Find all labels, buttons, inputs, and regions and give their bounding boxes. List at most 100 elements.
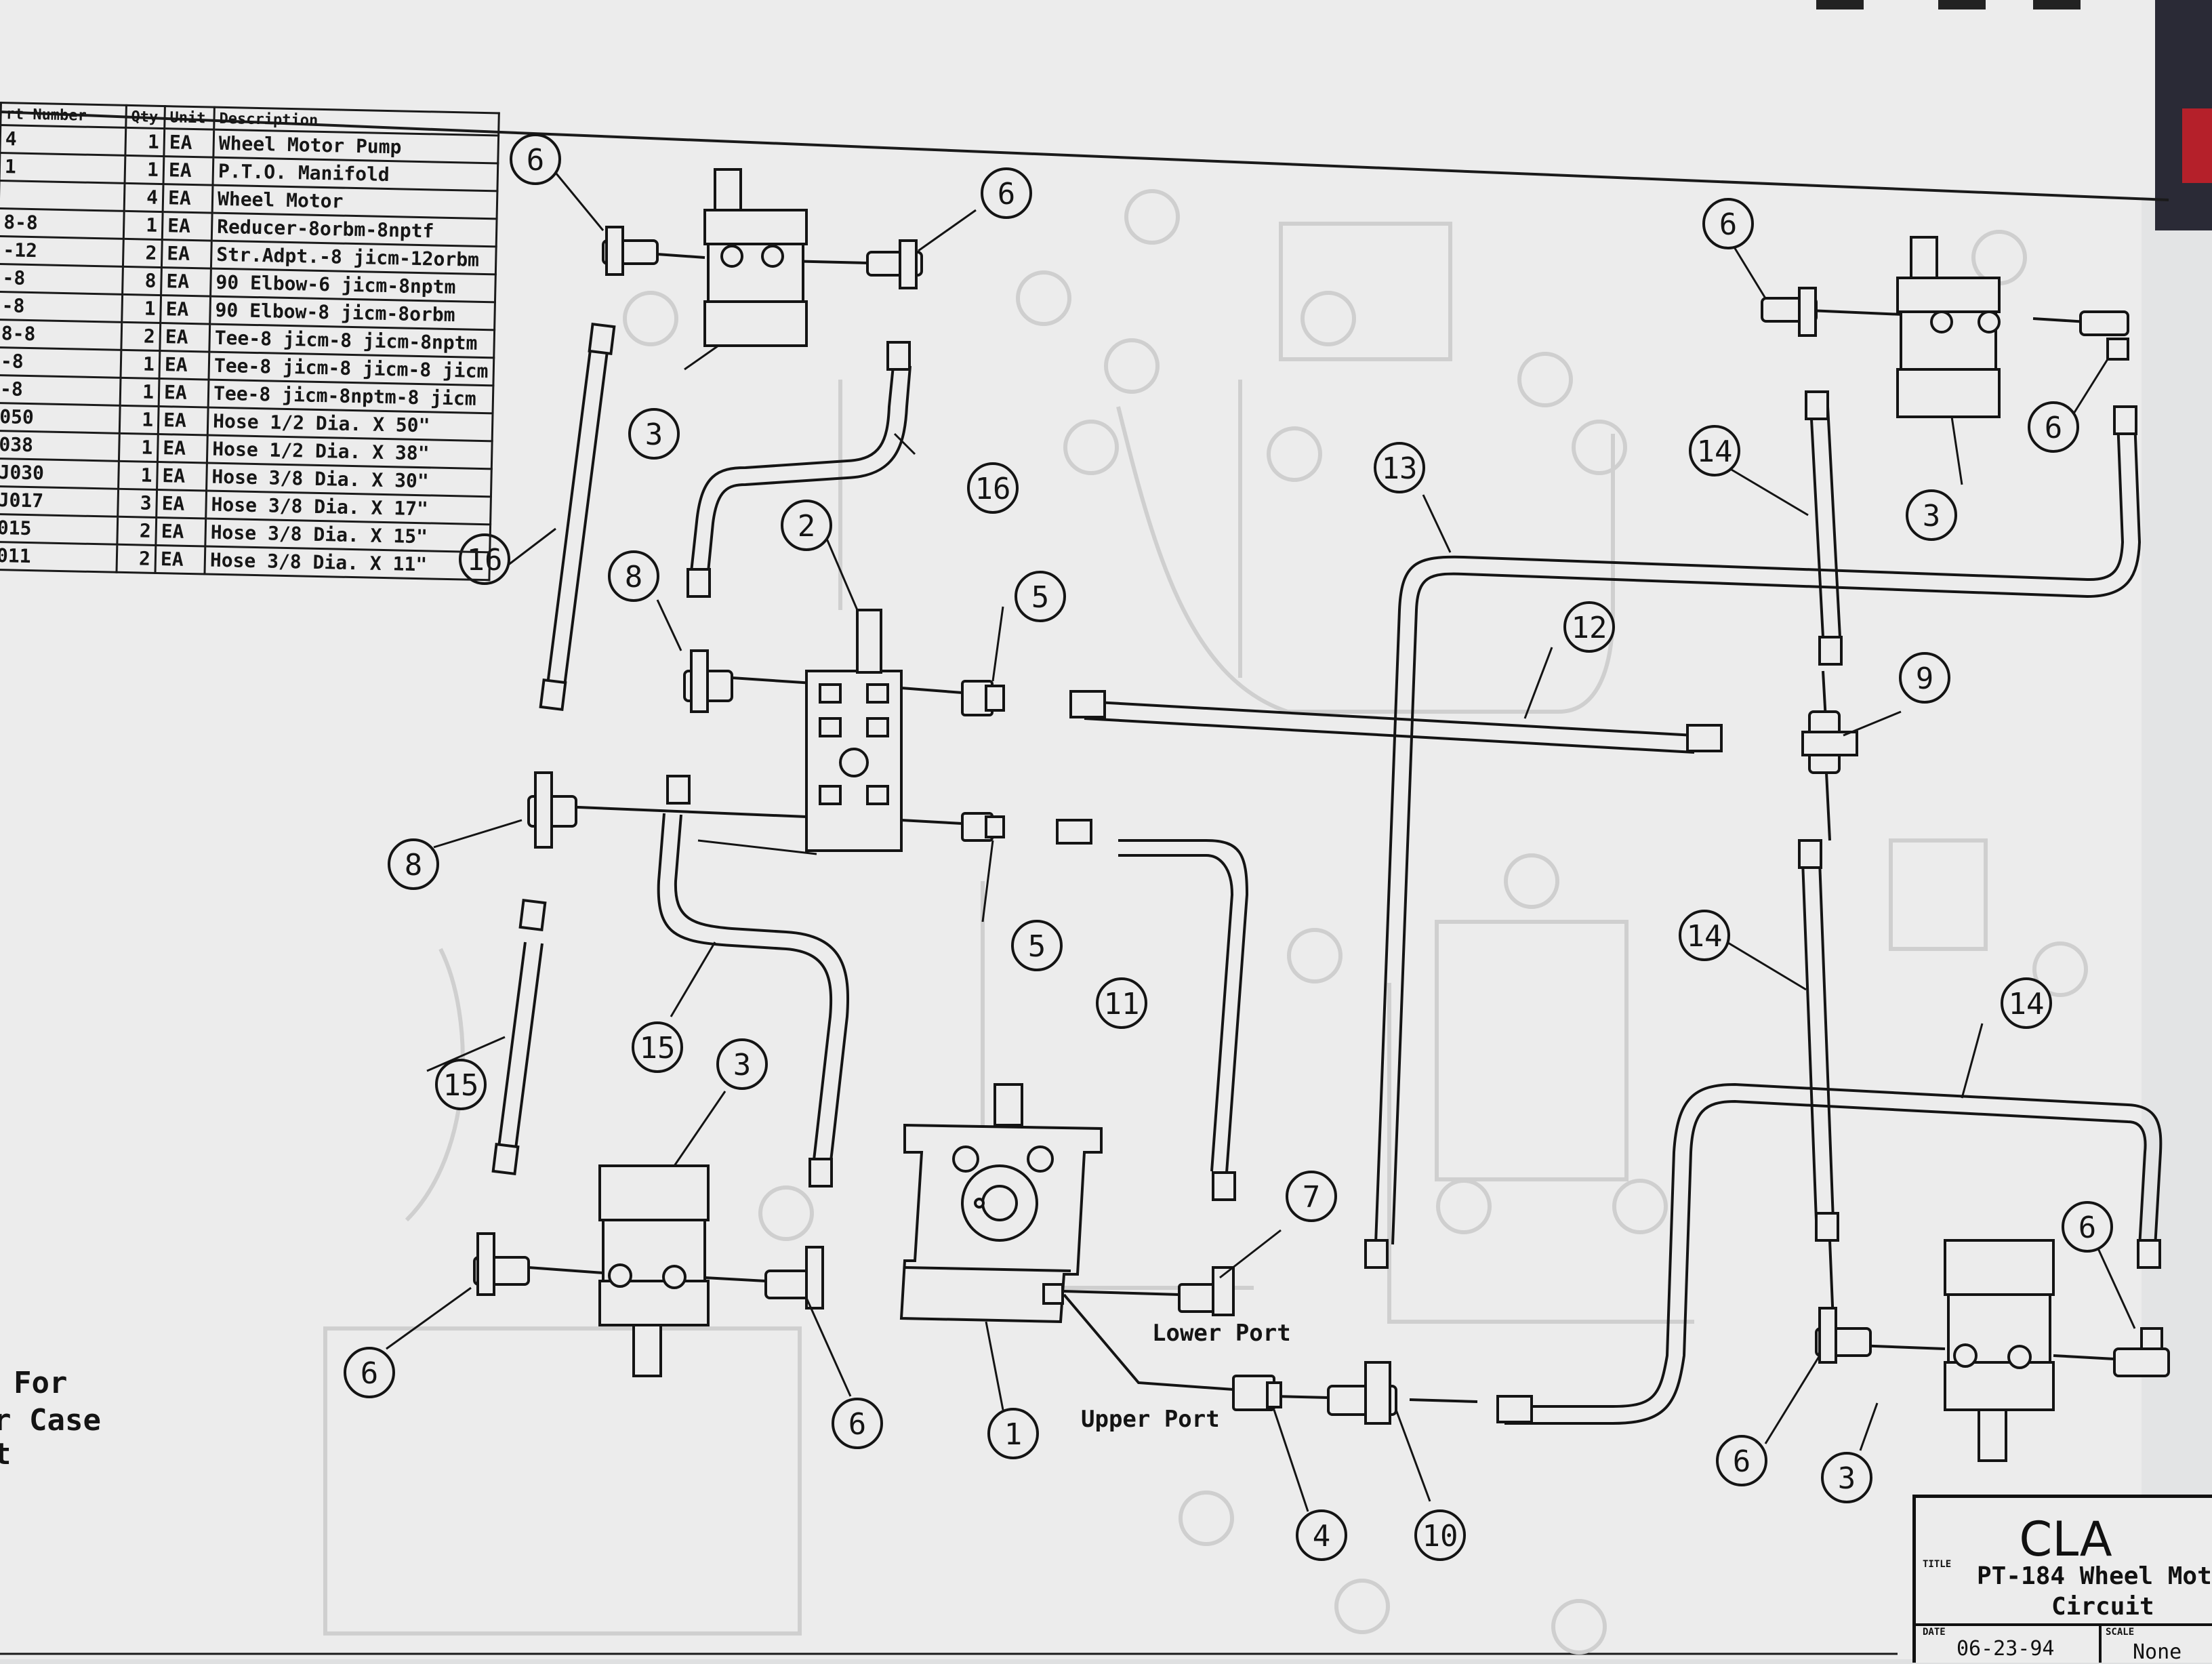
bom-part-number: [0, 180, 125, 211]
callout-number: 16: [975, 472, 1011, 506]
callout-bubble: [510, 134, 561, 185]
bom-qty: 2: [123, 239, 163, 268]
callout-bubble: [344, 1347, 395, 1398]
bom-unit: EA: [159, 378, 209, 408]
bom-unit: EA: [160, 295, 211, 325]
callout-number: 3: [1923, 499, 1941, 533]
callout-bubble: [781, 500, 832, 551]
callout-number: 14: [2009, 987, 2045, 1021]
callout-number: 1: [1004, 1417, 1023, 1452]
drawing-subtitle: Circuit: [2051, 1593, 2154, 1621]
callout-bubble: [1702, 198, 1754, 249]
callout-bubble: [435, 1059, 487, 1110]
bom-part-number: -8: [0, 347, 121, 378]
bom-qty: 1: [125, 127, 165, 157]
bom-unit: EA: [161, 267, 211, 297]
bom-header-qty: Qty: [125, 105, 165, 129]
bom-unit: EA: [155, 545, 205, 574]
callout-bubble: [608, 550, 659, 602]
bom-unit: EA: [161, 239, 212, 269]
bom-unit: EA: [155, 517, 206, 546]
wheel-motor-bottom-right: [1944, 1239, 2055, 1462]
callout-number: 6: [527, 143, 545, 178]
callout-bubble: [1296, 1509, 1347, 1561]
callout-bubble: [628, 408, 680, 460]
callout-number: 8: [625, 560, 643, 594]
drawing-date: 06-23-94: [1957, 1637, 2055, 1661]
callout-number: 7: [1303, 1180, 1321, 1215]
callout-number: 9: [1916, 662, 1934, 696]
bom-description: Hose 3/8 Dia. X 11": [204, 546, 490, 580]
callout-number: 6: [1719, 207, 1738, 242]
wheel-motor-top-left: [703, 168, 808, 347]
title-label: TITLE: [1923, 1559, 1952, 1570]
callout-bubble: [1716, 1435, 1767, 1486]
bom-qty: 1: [125, 155, 164, 184]
bom-part-number: -8: [0, 291, 123, 323]
callout-bubble: [716, 1038, 768, 1090]
callout-bubble: [1899, 652, 1950, 704]
callout-number: 2: [798, 509, 816, 544]
callout-number: 13: [1382, 451, 1418, 486]
bom-part-number: 038: [0, 430, 120, 462]
bom-part-number: -8: [0, 264, 123, 295]
callout-number: 3: [1838, 1461, 1856, 1496]
bom-part-number: 011: [0, 542, 117, 573]
bom-part-number: J030: [0, 458, 119, 489]
callout-number: 5: [1031, 580, 1050, 615]
bom-qty: 8: [122, 266, 162, 296]
callout-number: 3: [733, 1048, 752, 1082]
scale-label: SCALE: [2106, 1627, 2135, 1638]
bom-part-number: 8-8: [0, 208, 125, 239]
elbows-and-tees: [473, 226, 2170, 1425]
callout-number: 10: [1422, 1519, 1458, 1554]
callout-number: 5: [1028, 929, 1046, 964]
bom-qty: 1: [123, 211, 163, 240]
bom-unit: EA: [157, 434, 208, 464]
callout-bubble: [459, 533, 510, 585]
bom-qty: 1: [118, 461, 158, 490]
bom-part-number: 015: [0, 514, 118, 545]
side-note-line-1: For: [14, 1366, 67, 1400]
callout-number: 15: [640, 1031, 676, 1066]
callout-bubble: [1679, 910, 1730, 961]
company-name: CLA: [2019, 1511, 2112, 1567]
bom-unit: EA: [156, 489, 207, 519]
callout-number: 14: [1697, 434, 1733, 469]
pto-manifold: [805, 609, 903, 852]
bom-qty: 2: [117, 516, 157, 546]
callout-bubble: [987, 1408, 1039, 1459]
callout-bubble: [1286, 1171, 1337, 1222]
callout-bubble: [632, 1021, 683, 1073]
callout-number: 8: [405, 848, 423, 882]
callout-bubble: [2001, 977, 2052, 1029]
callout-bubble: [1563, 601, 1615, 653]
callout-bubble: [388, 838, 439, 890]
ghost-show-through: [323, 189, 2088, 1655]
callout-bubble: [1374, 442, 1425, 493]
wheel-motor-bottom-left: [598, 1164, 710, 1377]
callout-bubble: [981, 167, 1032, 219]
wheel-motor-top-right: [1896, 236, 2001, 418]
leader-lines: [386, 172, 2136, 1512]
bom-qty: 1: [121, 350, 160, 379]
callout-bubble: [1906, 489, 1957, 541]
side-note-line-2: r Case: [0, 1403, 101, 1438]
callout-bubble: [1689, 425, 1740, 476]
wheel-motors: [598, 168, 2055, 1462]
bom-qty: 1: [119, 405, 159, 434]
hose-fittings: [491, 322, 2163, 1423]
bom-part-number: 8-8: [0, 319, 122, 350]
bom-part-number: 050: [0, 403, 121, 434]
callout-number: 6: [2078, 1211, 2097, 1245]
callout-number: 14: [1687, 919, 1723, 954]
callout-bubble: [1096, 977, 1147, 1029]
callout-number: 15: [443, 1068, 479, 1103]
bom-unit: EA: [159, 350, 209, 380]
bom-qty: 3: [117, 489, 157, 518]
bom-part-number: -8: [0, 375, 121, 406]
callout-bubble: [1011, 920, 1063, 971]
callout-number: 6: [2045, 411, 2063, 445]
callout-number: 16: [467, 543, 503, 577]
